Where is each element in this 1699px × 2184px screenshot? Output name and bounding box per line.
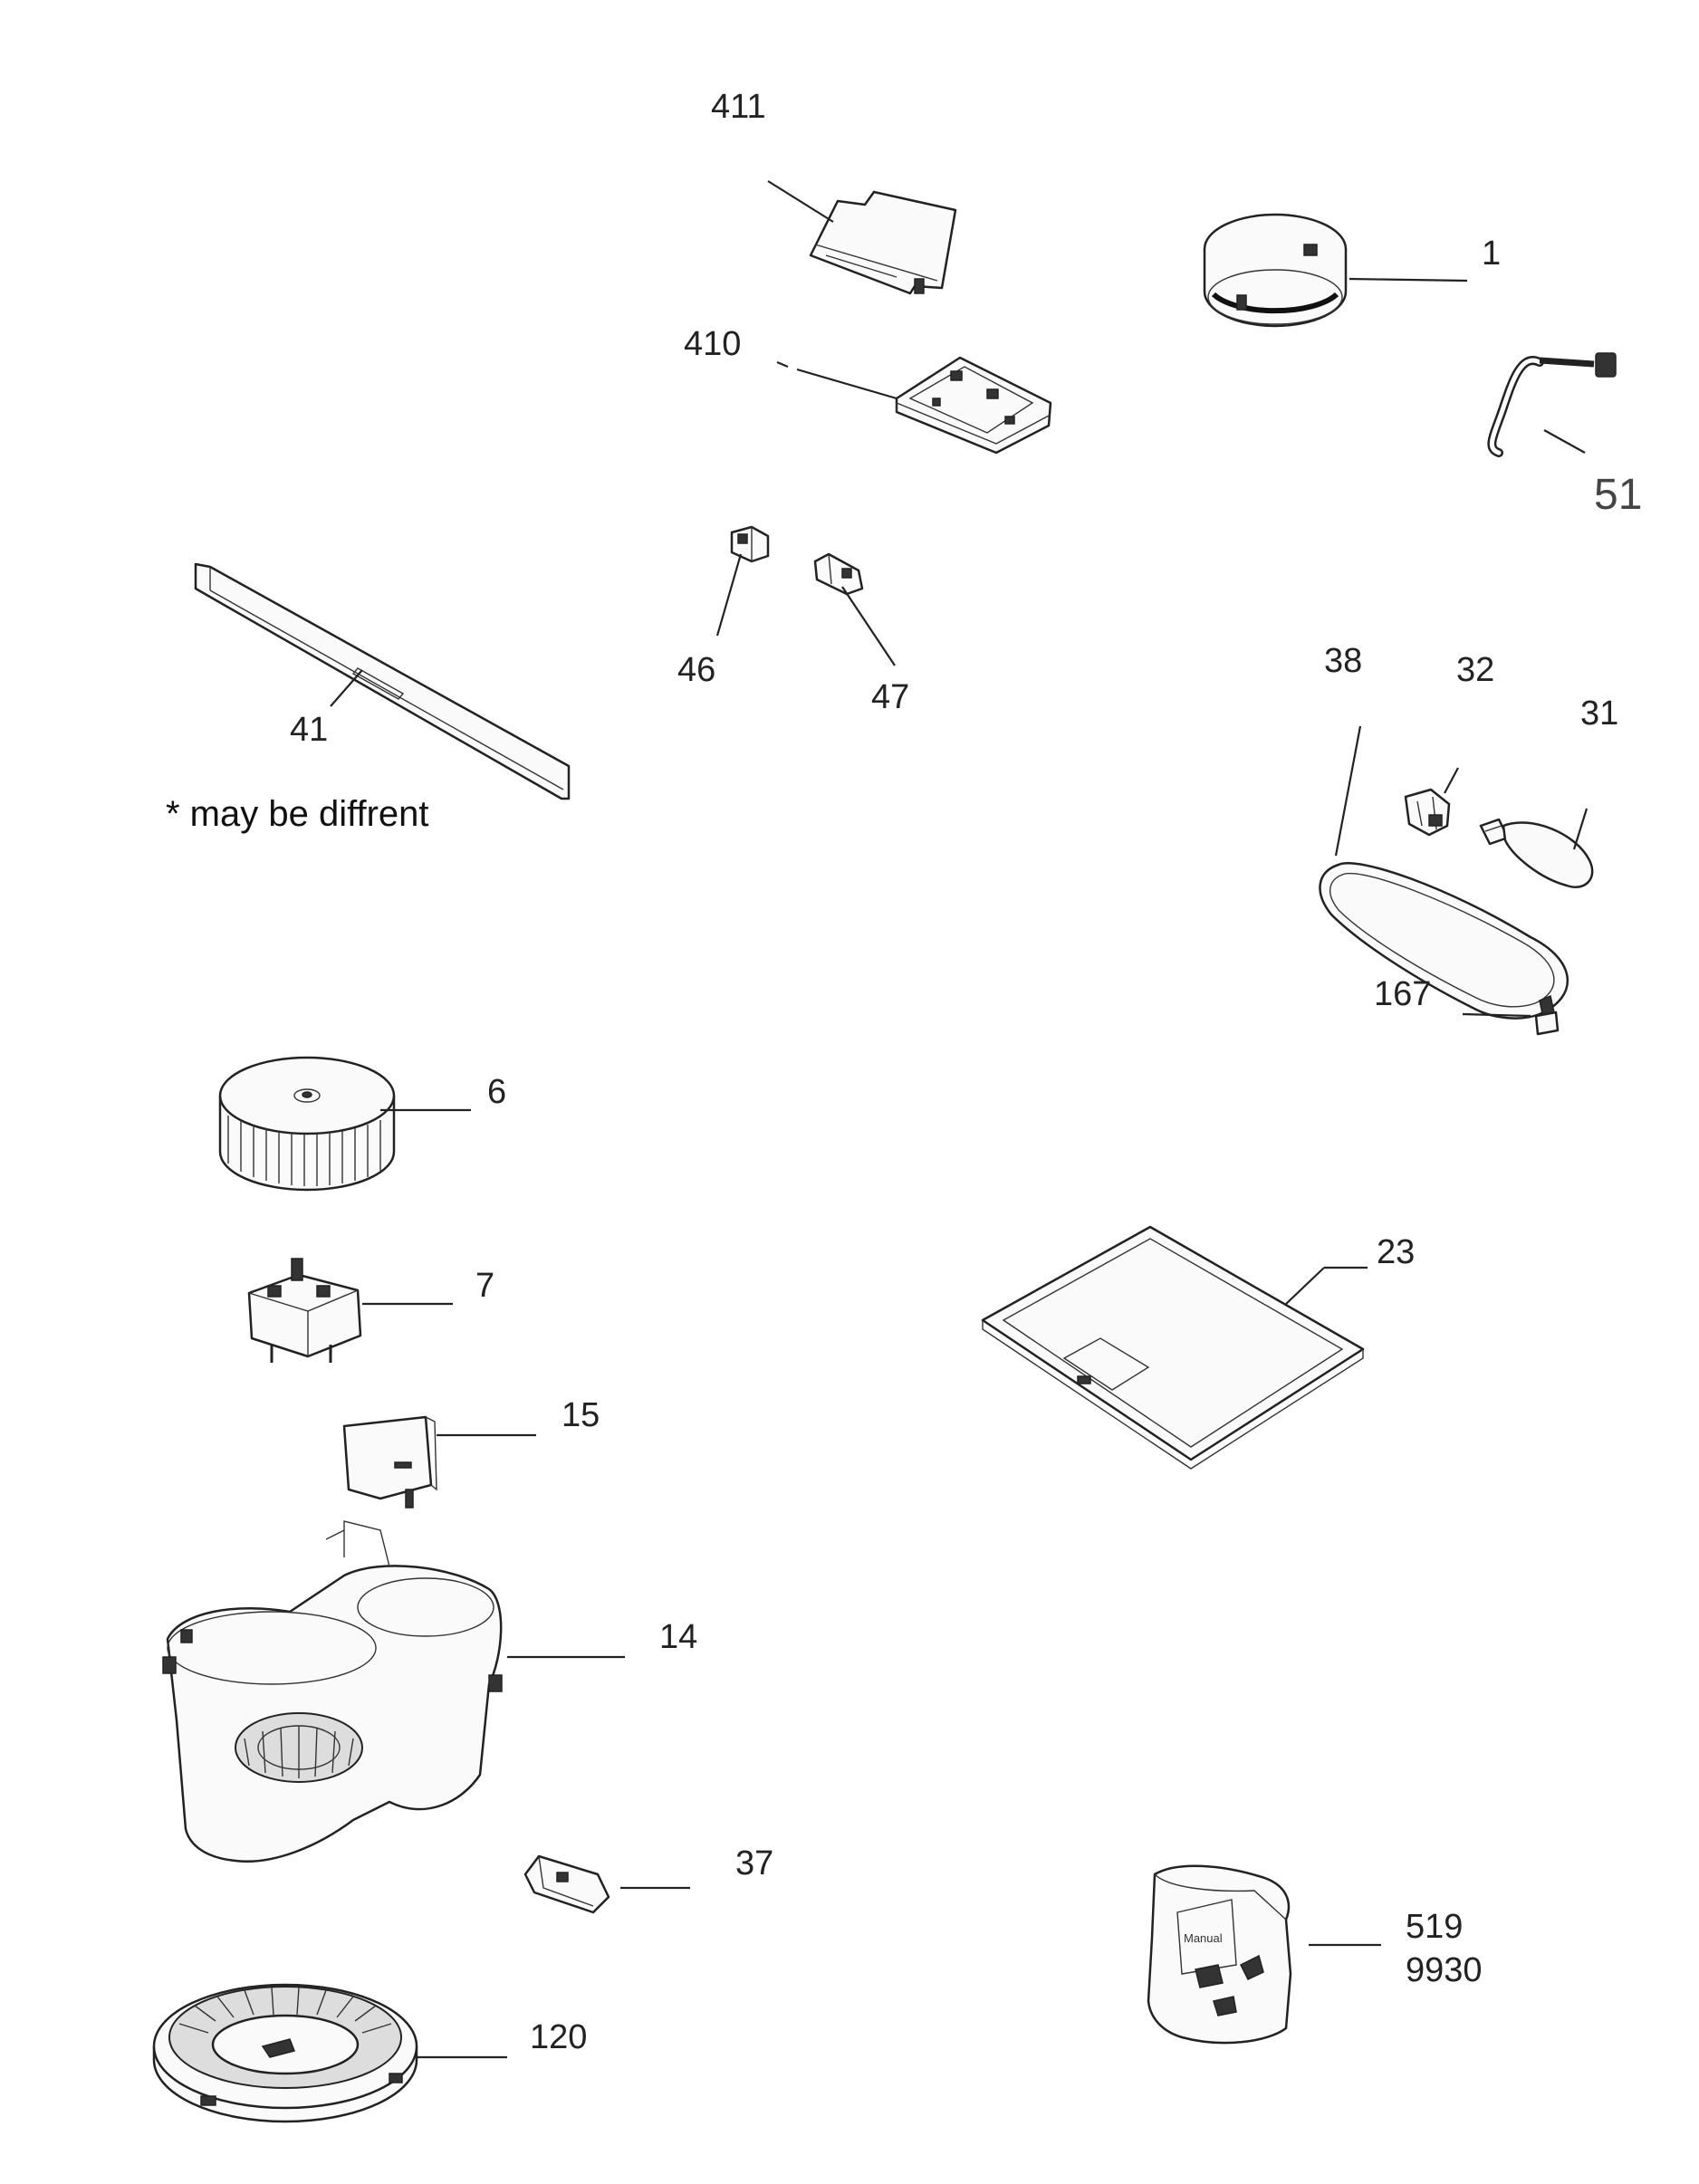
leader-167 xyxy=(1462,1012,1531,1018)
part-47-switch xyxy=(813,552,864,596)
label-23: 23 xyxy=(1377,1233,1415,1271)
label-41: 41 xyxy=(290,711,328,749)
label-167: 167 xyxy=(1374,975,1431,1013)
label-1: 1 xyxy=(1482,235,1501,273)
leader-51 xyxy=(1543,429,1586,454)
note-may-be-different: * may be diffrent xyxy=(166,794,429,834)
label-410: 410 xyxy=(684,325,741,363)
label-15: 15 xyxy=(562,1396,600,1434)
part-6-impeller xyxy=(218,1056,396,1192)
part-23-filter xyxy=(981,1225,1365,1470)
label-120: 120 xyxy=(530,2018,587,2056)
bag-manual-label: Manual xyxy=(1184,1931,1223,1945)
label-519: 519 xyxy=(1406,1908,1463,1946)
leader-23 xyxy=(1285,1267,1325,1305)
part-120-carbon-filter xyxy=(152,1983,418,2123)
part-31-bulb xyxy=(1479,818,1594,888)
label-9930: 9930 xyxy=(1406,1951,1483,1989)
part-519-accessory-bag: Manual xyxy=(1147,1864,1292,2045)
part-51-cable xyxy=(1487,352,1617,457)
leader-38 xyxy=(1334,725,1362,857)
label-14: 14 xyxy=(659,1618,697,1656)
part-411-cover xyxy=(809,190,957,295)
leader-31 xyxy=(1572,808,1589,850)
leader-411 xyxy=(767,180,834,223)
label-32: 32 xyxy=(1456,651,1494,689)
leader-410 xyxy=(776,360,789,369)
part-7-switch-block xyxy=(247,1258,362,1363)
leader-46 xyxy=(715,553,743,637)
label-411: 411 xyxy=(711,88,766,126)
part-37-clip xyxy=(523,1854,610,1914)
leader-32 xyxy=(1444,767,1459,794)
label-6: 6 xyxy=(487,1073,506,1111)
label-31: 31 xyxy=(1580,694,1618,733)
part-167-screw xyxy=(1534,994,1560,1036)
part-1-ring xyxy=(1203,213,1348,328)
label-37: 37 xyxy=(735,1844,773,1882)
part-15-bracket xyxy=(342,1415,437,1509)
label-38: 38 xyxy=(1324,642,1362,680)
label-46: 46 xyxy=(677,651,715,689)
part-32-lamp-holder xyxy=(1404,788,1451,837)
part-46-switch xyxy=(730,525,770,563)
leader-47 xyxy=(841,586,896,666)
label-7: 7 xyxy=(475,1267,494,1305)
label-51: 51 xyxy=(1594,471,1642,519)
label-47: 47 xyxy=(871,678,909,716)
leader-41 xyxy=(330,669,363,707)
leader-1 xyxy=(1349,277,1468,283)
part-410-control-box xyxy=(895,356,1052,455)
part-41-strip xyxy=(194,562,571,800)
part-14-fan-housing xyxy=(162,1520,503,1863)
part-38-gasket xyxy=(1319,862,1569,1020)
